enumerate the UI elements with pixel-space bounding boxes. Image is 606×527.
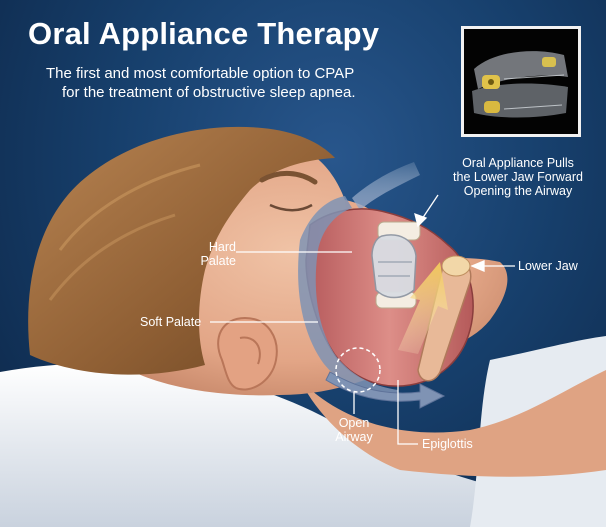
appliance-photo (464, 29, 578, 134)
page-subtitle: The first and most comfortable option to… (46, 64, 426, 102)
page-title: Oral Appliance Therapy (28, 16, 448, 52)
label-soft-palate: Soft Palate (140, 315, 201, 329)
label-hard-palate: Hard Palate (192, 240, 236, 268)
oral-appliance (372, 235, 416, 298)
subtitle-line-1: The first and most comfortable option to… (46, 64, 426, 83)
subtitle-line-2: for the treatment of obstructive sleep a… (46, 83, 426, 102)
label-epiglottis: Epiglottis (422, 437, 473, 451)
label-oral-appliance: Oral Appliance Pulls the Lower Jaw Forwa… (448, 156, 588, 198)
appliance-photo-inset (461, 26, 581, 137)
label-lower-jaw: Lower Jaw (518, 259, 578, 273)
nasal-airflow (352, 162, 420, 210)
label-open-airway: Open Airway (326, 416, 382, 444)
